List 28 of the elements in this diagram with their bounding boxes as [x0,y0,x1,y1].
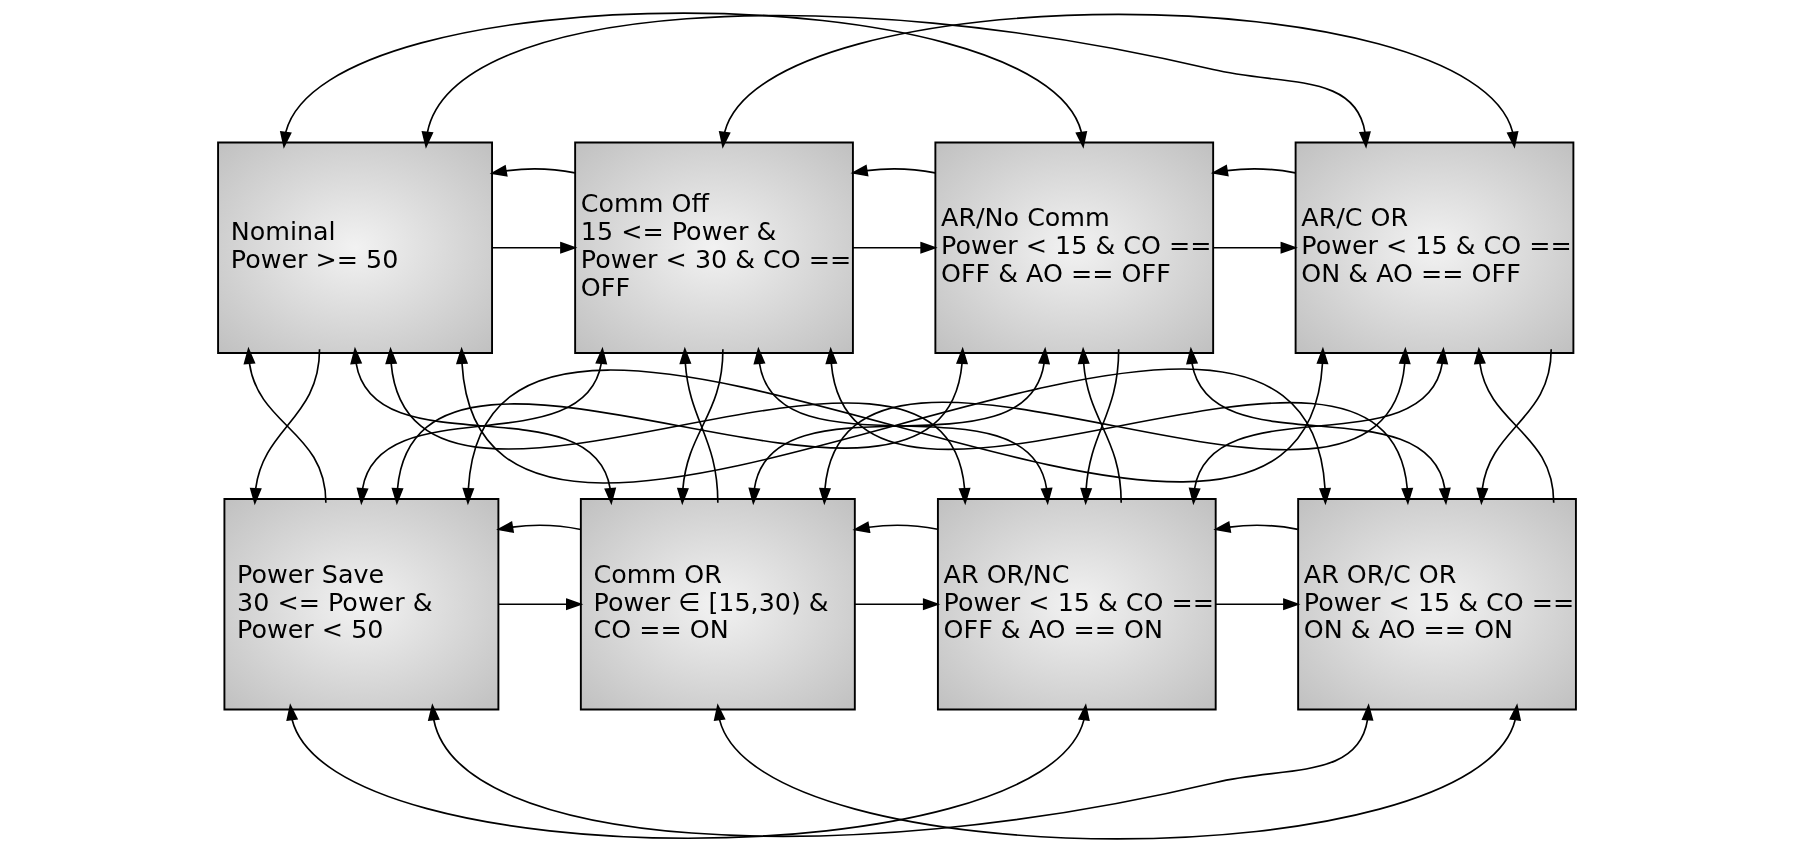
node-box: AR/C OR Power < 15 & CO == ON & AO == OFF [1294,141,1574,354]
node-box: AR/No Comm Power < 15 & CO == OFF & AO == OFF [933,141,1214,354]
arrow [713,703,1521,840]
arrow [489,164,576,177]
arrow [853,598,940,611]
arrow [285,703,1090,840]
node-box: Power Save 30 <= Power & Power < 50 [222,498,499,711]
node-box: Nominal Power >= 50 [216,141,493,354]
arrow [851,241,938,254]
arrow [1210,164,1296,177]
arrow [495,521,582,533]
arrow [421,14,1371,149]
arrow [243,346,327,504]
node-box: AR OR/C OR Power < 15 & CO == ON & AO == ON [1296,498,1577,711]
arrow [1212,520,1299,533]
arrow [490,241,577,254]
arrow [718,13,1519,149]
arrow [851,521,938,534]
arrow [249,348,320,506]
node-box: Comm OR Power ∈ [15,30) & CO == ON [579,498,856,711]
node-box: Comm Off 15 <= Power & Power < 30 & CO == OFF [573,141,854,354]
arrow [850,164,936,177]
arrow [1214,598,1300,611]
arrow [427,703,1373,838]
arrow [497,598,583,611]
arrow [279,12,1087,149]
arrow [1211,241,1298,254]
node-box: AR OR/NC Power < 15 & CO == OFF & AO == ON [936,498,1217,711]
